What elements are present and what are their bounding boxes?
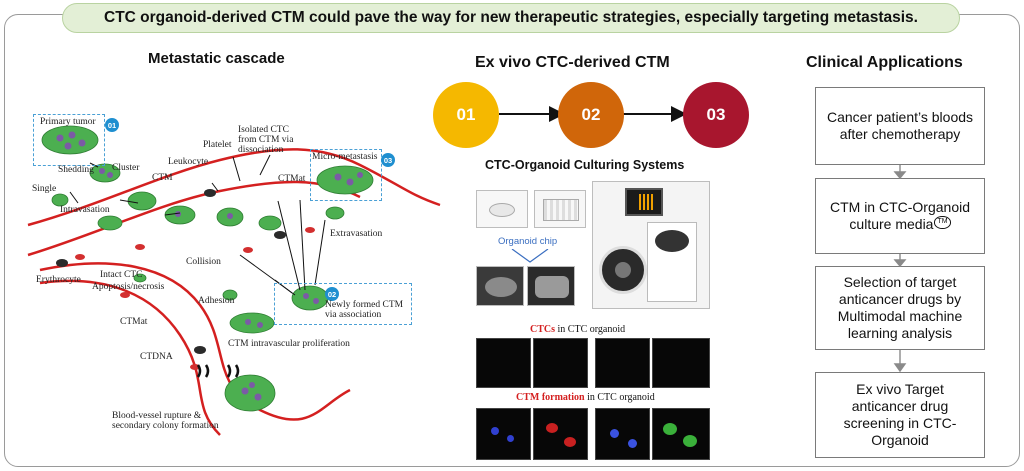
step-02-badge: 02 [325, 287, 339, 301]
culturing-systems-subtitle: CTC-Organoid Culturing Systems [485, 158, 685, 172]
step-circle-03: 03 [683, 82, 749, 148]
primary-tumor-highlight [33, 114, 105, 166]
metastatic-cascade-title: Metastatic cascade [148, 50, 285, 67]
label-intact-ctc: Intact CTC [100, 270, 143, 280]
label-platelet: Platelet [203, 140, 232, 150]
micro-metastasis-highlight [310, 149, 382, 201]
chip-down-arrow [511, 249, 549, 263]
ctm-caption-rest: in CTC organoid [584, 392, 655, 403]
label-ctdna: CTDNA [140, 352, 173, 362]
ctm-micrograph-dapi [476, 408, 531, 460]
step-circle-01: 01 [433, 82, 499, 148]
chip-device-photo-1 [476, 266, 524, 306]
ctcs-caption-rest: in CTC organoid [555, 324, 626, 335]
label-rupture-line-2: secondary colony formation [112, 420, 219, 431]
label-leukocyte: Leukocyte [168, 157, 209, 167]
clinical-box-patient-bloods: Cancer patient’s bloods after chemothera… [815, 87, 985, 165]
clinical-box-drug-screening: Ex vivo Target anticancer drug screening… [815, 372, 985, 458]
chip-photo-single [476, 190, 528, 228]
label-newly-formed-line-1: Newly formed CTM [325, 300, 404, 310]
label-micro-metastasis: Micro-metastasis [312, 152, 378, 162]
ctc-micrograph-merge [595, 338, 650, 388]
ctc-micrograph-dapi [476, 338, 531, 388]
label-isolated-ctc: Isolated CTC from CTM via dissociation [238, 125, 294, 156]
ctm-micrograph-merge [595, 408, 650, 460]
metastatic-cascade-illustration [27, 125, 441, 436]
label-rupture: Blood-vessel rupture & secondary colony … [112, 411, 219, 432]
label-ctmat-left: CTMat [120, 317, 148, 327]
label-single: Single [32, 184, 57, 194]
label-cluster: Cluster [112, 163, 140, 173]
label-ctmat-top: CTMat [278, 174, 306, 184]
trademark-mark: TM [934, 216, 951, 229]
label-isolated-ctc-line-3: dissociation [238, 144, 284, 155]
chip-device-photo-2 [527, 266, 575, 306]
ctm-caption-highlight: CTM formation [516, 392, 585, 403]
ctm-formation-caption: CTM formation in CTC organoid [516, 392, 655, 403]
clinical-box-ctm-culture-text: CTM in CTC-Organoid culture media [829, 198, 971, 232]
headline-banner: CTC organoid-derived CTM could pave the … [62, 3, 960, 33]
label-isolated-ctc-line-1: Isolated CTC [238, 125, 289, 135]
label-ctm-proliferation: CTM intravascular proliferation [228, 339, 350, 349]
ctcs-caption-highlight: CTCs [530, 324, 556, 335]
label-adhesion: Adhesion [198, 296, 235, 306]
ctc-micrograph-epcam [652, 338, 710, 388]
label-collision: Collision [186, 257, 221, 267]
label-newly-formed-line-2: via association [325, 309, 382, 320]
organoid-chip-label: Organoid chip [498, 236, 558, 247]
chip-photo-multi [534, 190, 586, 228]
newly-formed-ctm-highlight [274, 283, 412, 325]
ctcs-caption: CTCs in CTC organoid [530, 324, 625, 335]
ctc-micrograph-cytokeratin [533, 338, 588, 388]
ctm-micrograph-cytokeratin [533, 408, 588, 460]
clinical-applications-title: Clinical Applications [806, 54, 963, 71]
label-extravasation: Extravasation [330, 229, 383, 239]
label-apoptosis: Apoptosis/necrosis [92, 282, 165, 292]
label-ctm: CTM [152, 173, 173, 183]
step-arrows [499, 106, 687, 122]
label-newly-formed-ctm: Newly formed CTM via association [325, 300, 404, 321]
label-primary-tumor: Primary tumor [40, 117, 96, 127]
label-erythrocyte: Erythrocyte [36, 275, 81, 285]
step-03-badge: 03 [381, 153, 395, 167]
step-01-badge: 01 [105, 118, 119, 132]
label-rupture-line-1: Blood-vessel rupture & [112, 411, 202, 421]
culture-instrument-photo [592, 181, 710, 309]
ctm-micrograph-epcam [652, 408, 710, 460]
ex-vivo-title: Ex vivo CTC-derived CTM [475, 54, 670, 71]
label-shedding: Shedding [58, 165, 94, 175]
label-intravasation: Intravasation [60, 205, 110, 215]
label-isolated-ctc-line-2: from CTM via [238, 134, 294, 145]
clinical-box-drug-selection: Selection of target anticancer drugs by … [815, 266, 985, 350]
clinical-flow-arrows [893, 165, 907, 373]
step-circle-02: 02 [558, 82, 624, 148]
